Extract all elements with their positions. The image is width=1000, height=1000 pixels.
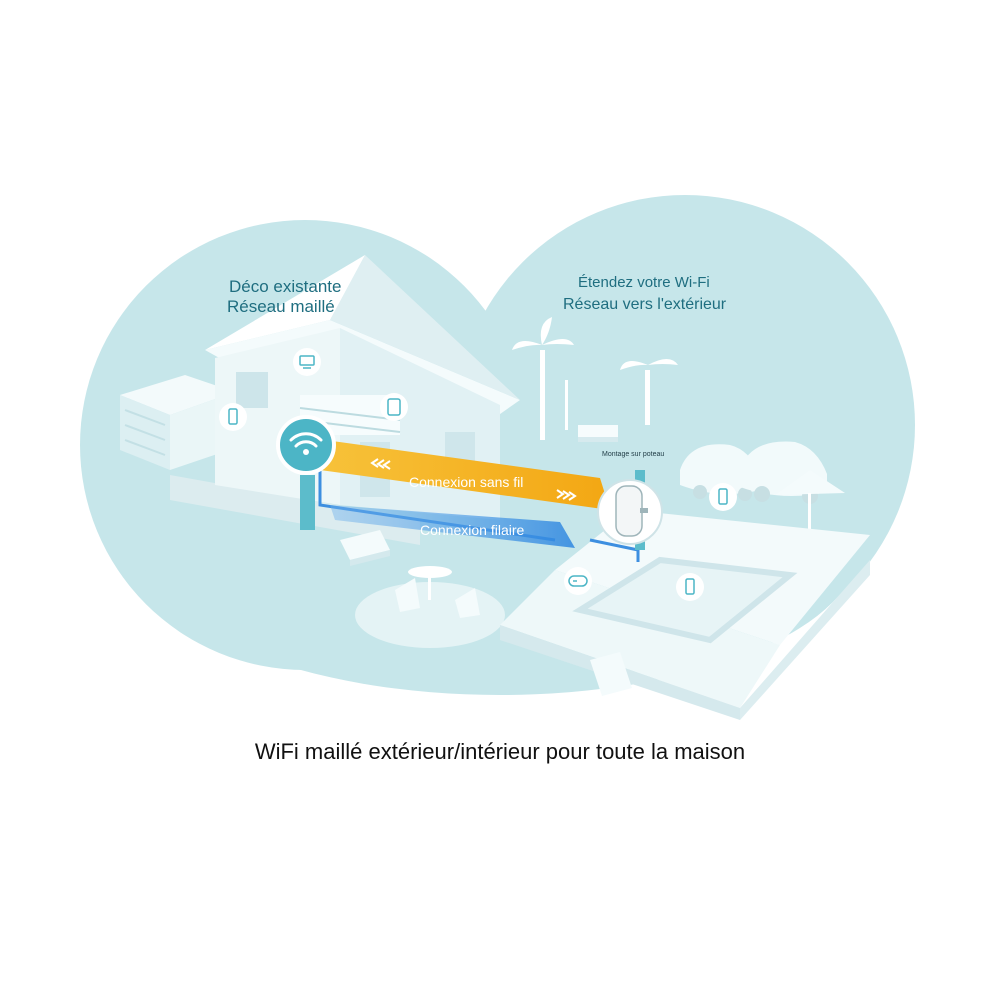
outdoor-unit-icon bbox=[597, 479, 663, 545]
phone-icon bbox=[219, 403, 247, 431]
gamepad-icon bbox=[564, 567, 592, 595]
patio-table-chairs bbox=[395, 566, 480, 618]
left-section-subtitle: Réseau maillé bbox=[227, 297, 335, 316]
wireless-arrows-left bbox=[370, 458, 391, 470]
right-section-subtitle: Réseau vers l'extérieur bbox=[563, 296, 727, 313]
wired-connection-label: Connexion filaire bbox=[420, 522, 525, 538]
bench bbox=[578, 425, 618, 442]
phone-icon bbox=[676, 573, 704, 601]
left-section-title: Déco existante bbox=[229, 277, 342, 296]
pole-mount-label: Montage sur poteau bbox=[602, 451, 665, 458]
right-section-title: Étendez votre Wi-Fi bbox=[578, 274, 710, 291]
wifi-icon bbox=[276, 415, 336, 475]
phone-icon bbox=[709, 483, 737, 511]
tv-icon bbox=[293, 348, 321, 376]
wireless-arrows-right bbox=[556, 489, 577, 501]
tablet-icon bbox=[380, 393, 408, 421]
patio-umbrella bbox=[775, 470, 845, 538]
wireless-connection-beam bbox=[320, 440, 610, 510]
palm-trees bbox=[512, 317, 678, 440]
porch-steps bbox=[340, 530, 390, 566]
diagram-caption: WiFi maillé extérieur/intérieur pour tou… bbox=[254, 739, 746, 764]
wireless-connection-label: Connexion sans fil bbox=[409, 474, 524, 490]
deco-pole bbox=[300, 475, 315, 530]
